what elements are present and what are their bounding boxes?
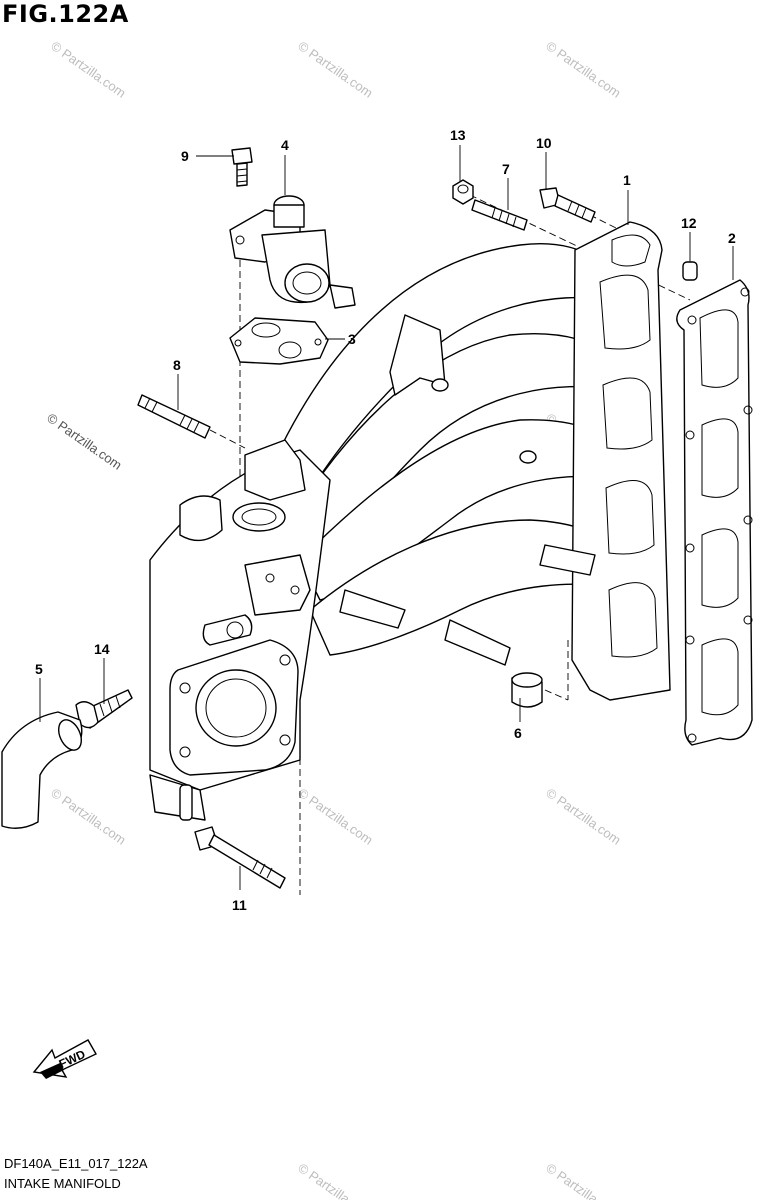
intake-manifold xyxy=(149,221,671,821)
leader-lines xyxy=(39,145,734,890)
manifold-stud-upper xyxy=(471,199,528,231)
watermark: © Partzilla.com xyxy=(48,38,128,101)
callout-8: 8 xyxy=(173,357,181,373)
manifold-bolt xyxy=(539,187,596,223)
callout-3: 3 xyxy=(348,331,356,347)
callout-6: 6 xyxy=(514,725,522,741)
callout-4: 4 xyxy=(281,137,289,153)
callout-10: 10 xyxy=(536,135,552,151)
watermark: © Partzilla.com xyxy=(48,785,128,848)
callout-labels: 1 2 3 4 5 6 7 8 9 10 11 12 13 14 xyxy=(35,127,736,913)
throttle-body-bolt xyxy=(194,826,286,889)
watermark: © Partzilla.com xyxy=(295,785,375,848)
watermark: © Partzilla.com xyxy=(543,38,623,101)
watermark: © Partzilla.com xyxy=(295,38,375,101)
callout-9: 9 xyxy=(181,148,189,164)
callout-1: 1 xyxy=(623,172,631,188)
forward-direction-arrow: FWD xyxy=(32,1039,97,1079)
callout-13: 13 xyxy=(450,127,466,143)
spacer-collar xyxy=(511,672,543,708)
callout-7: 7 xyxy=(502,161,510,177)
watermark: © Partzilla.com xyxy=(543,1160,623,1200)
manifold-gasket xyxy=(676,279,753,746)
diagram-name: INTAKE MANIFOLD xyxy=(4,1176,121,1191)
diagram-code: DF140A_E11_017_122A xyxy=(4,1156,148,1171)
callout-2: 2 xyxy=(728,230,736,246)
watermark: © Partzilla.com xyxy=(44,410,124,473)
dowel-pin xyxy=(682,261,698,281)
iac-valve xyxy=(229,195,356,309)
callout-11: 11 xyxy=(232,897,247,913)
callout-14: 14 xyxy=(94,641,110,657)
callout-5: 5 xyxy=(35,661,43,677)
figure-title: FIG.122A xyxy=(2,0,129,28)
watermark: © Partzilla.com xyxy=(543,785,623,848)
iac-screw xyxy=(231,147,253,187)
bypass-hose xyxy=(1,711,83,829)
iac-valve-gasket xyxy=(229,317,329,365)
fwd-label: FWD xyxy=(57,1047,88,1071)
hose-clip xyxy=(75,689,133,729)
manifold-stud-left xyxy=(137,394,211,439)
callout-12: 12 xyxy=(681,215,697,231)
manifold-nut xyxy=(452,179,474,205)
watermark: © Partzilla.com xyxy=(295,1160,375,1200)
